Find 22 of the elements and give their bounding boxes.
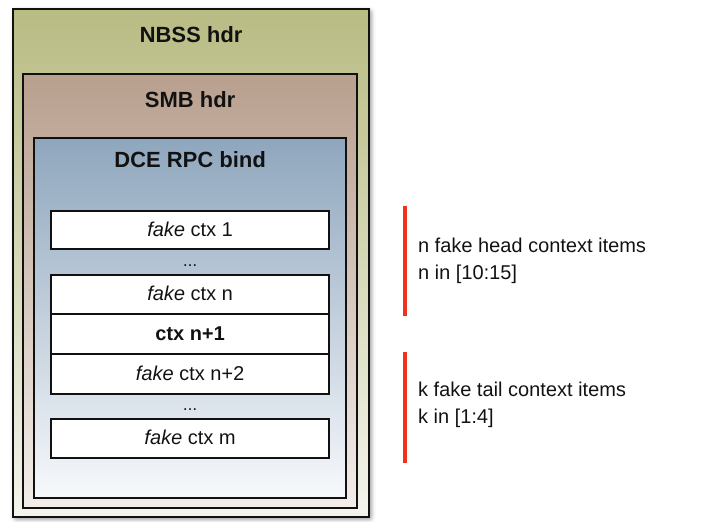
layer-box: [33, 137, 347, 499]
context-item-box: [50, 353, 330, 395]
item-text: ctx n+1: [155, 322, 225, 346]
item-text: fake ctx 1: [147, 218, 233, 242]
item-text: fake ctx n+2: [136, 362, 244, 386]
item-text: fake ctx m: [144, 427, 236, 450]
context-item-box: [50, 313, 330, 355]
context-item-box: [50, 210, 330, 250]
ellipsis: ...: [182, 395, 198, 415]
layer-heading: NBSS hdr: [138, 22, 244, 48]
layer-box: [22, 73, 358, 509]
layer-heading: DCE RPC bind: [113, 147, 267, 173]
frame-box: [12, 8, 370, 518]
bracket-note: n in [10:15]: [418, 262, 517, 285]
ellipsis: ...: [182, 251, 198, 271]
context-item-box: [50, 418, 330, 459]
bracket-note: k in [1:4]: [418, 406, 494, 429]
context-item-box: [50, 274, 330, 315]
layer-heading: SMB hdr: [144, 87, 236, 113]
bracket-note: n fake head context items: [418, 235, 646, 258]
item-text: fake ctx n: [147, 283, 233, 306]
bracket-note: k fake tail context items: [418, 379, 626, 402]
